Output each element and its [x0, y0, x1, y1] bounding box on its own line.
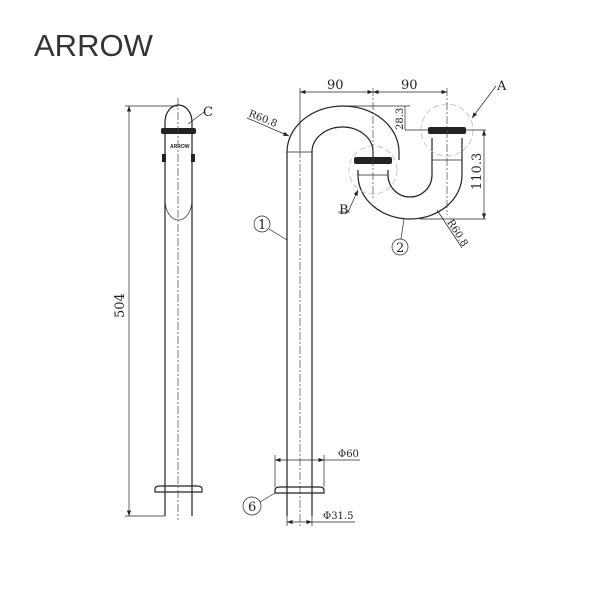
dim-drop: 110.3	[470, 153, 485, 190]
side-nut-mark: ARROW	[170, 144, 190, 150]
side-nut	[161, 128, 196, 134]
pipe-part-2	[357, 138, 463, 220]
side-inner-dome	[164, 199, 193, 221]
brand-logo: ARROW	[34, 28, 153, 63]
dim-offset: 28.3	[395, 108, 406, 130]
front-view: 90 90 28.3 110.3 R60.8 R60.8 A B 1 2 6	[242, 78, 507, 528]
radius-top: R60.8	[247, 109, 279, 130]
part-2-balloon	[391, 238, 409, 256]
side-flange	[154, 485, 203, 493]
callout-b: B	[339, 203, 349, 218]
flange-part-6	[274, 486, 325, 494]
part-6-label: 6	[248, 500, 256, 515]
dim-width-1: 90	[327, 78, 344, 93]
side-pipe	[164, 104, 193, 516]
height-label: 504	[113, 293, 128, 318]
part-1-balloon	[253, 215, 271, 233]
dim-width-2: 90	[401, 78, 418, 93]
part-6-balloon	[242, 496, 262, 516]
callout-a: A	[496, 79, 507, 94]
pipe-diameter: Φ31.5	[323, 511, 353, 522]
callout-c: C	[203, 105, 213, 120]
part-2-label: 2	[396, 241, 404, 256]
radius-bottom: R60.8	[444, 218, 469, 249]
part-1-label: 1	[258, 218, 266, 233]
side-view: ARROW 504 C	[113, 98, 213, 520]
flange-diameter: Φ60	[338, 449, 359, 460]
